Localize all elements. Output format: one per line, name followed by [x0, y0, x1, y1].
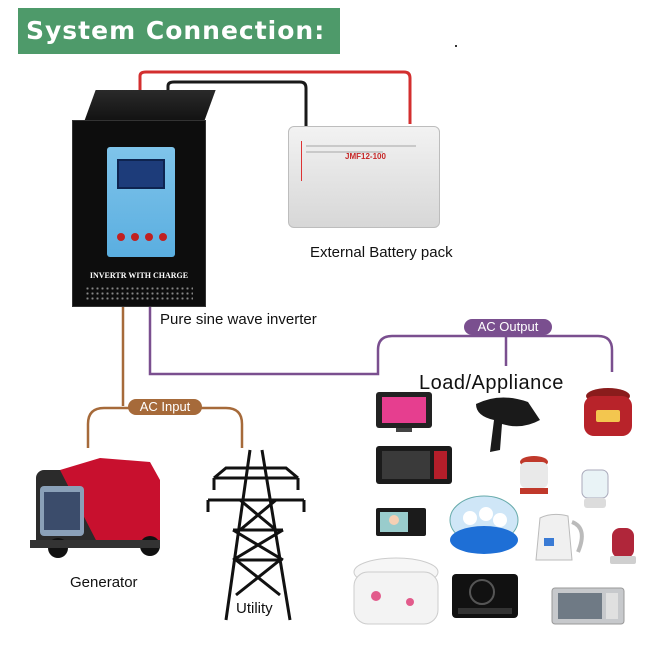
- inverter-button: [131, 233, 139, 241]
- electric-kettle-icon: [535, 513, 584, 561]
- inverter-front: INVERTR WITH CHARGE: [72, 120, 206, 307]
- inverter-top: [84, 90, 216, 122]
- blender-icon: [581, 469, 609, 508]
- battery-label-area: [301, 141, 416, 181]
- battery-pack: JMF12-100: [268, 120, 468, 232]
- generator-caption: Generator: [70, 574, 138, 591]
- positive-wire: [138, 70, 412, 124]
- hair-dryer-icon: [476, 397, 540, 452]
- inverter-caption: Pure sine wave inverter: [160, 311, 317, 328]
- inverter-button: [159, 233, 167, 241]
- rice-cooker-red-icon: [584, 388, 632, 436]
- load-caption: Load/Appliance: [419, 372, 564, 394]
- inverter-button: [117, 233, 125, 241]
- induction-cooker-icon: [452, 574, 518, 618]
- ac-output-wire: [148, 305, 614, 376]
- rice-cooker-white-icon: [353, 557, 439, 625]
- egg-cooker-icon: [449, 495, 519, 554]
- battery-caption: External Battery pack: [310, 244, 453, 261]
- utility-caption: Utility: [236, 600, 273, 617]
- inverter-lcd-screen: [117, 159, 165, 189]
- utility-tower-icon: [206, 449, 306, 621]
- decorative-dot: [455, 45, 457, 47]
- inverter-control-panel: [107, 147, 175, 257]
- video-door-phone-icon: [376, 508, 426, 536]
- tv-icon: [376, 392, 432, 432]
- inverter-label: INVERTR WITH CHARGE: [89, 271, 189, 280]
- battery-model: JMF12-100: [345, 152, 386, 161]
- generator-icon: [30, 458, 160, 558]
- inverter-unit: INVERTR WITH CHARGE: [72, 90, 216, 307]
- negative-wire: [166, 80, 308, 130]
- juicer-icon: [610, 528, 636, 564]
- food-steamer-icon: [520, 456, 548, 494]
- inverter-button: [145, 233, 153, 241]
- battery-body: JMF12-100: [288, 126, 440, 228]
- microwave-black-icon: [376, 446, 452, 484]
- microwave-silver-icon: [551, 587, 625, 625]
- ac-output-tag: AC Output: [464, 319, 552, 335]
- inverter-vents: [85, 286, 193, 302]
- page-title: System Connection:: [18, 8, 340, 54]
- ac-input-tag: AC Input: [128, 399, 202, 415]
